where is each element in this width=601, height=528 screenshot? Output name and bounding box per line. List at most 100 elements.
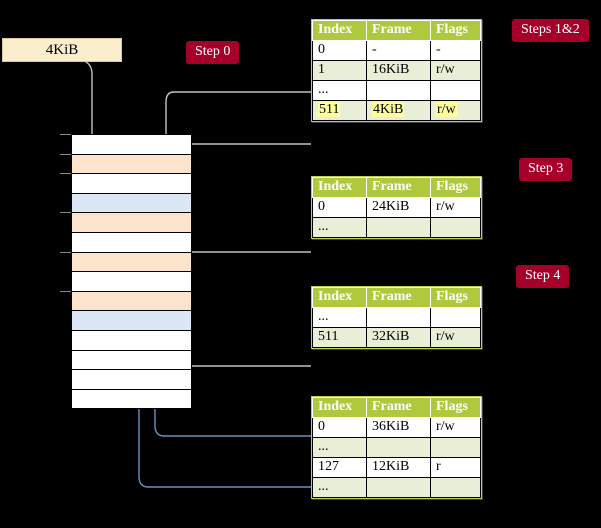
table-cell: 127 — [312, 457, 367, 478]
table-cell — [366, 80, 431, 101]
table-cell: 32KiB — [366, 327, 431, 348]
physical-memory-column — [71, 134, 192, 410]
table-cell: 0 — [312, 40, 367, 61]
memory-tick-marks — [60, 134, 72, 414]
table-row: ... — [312, 80, 481, 101]
badge-step-0: Step 0 — [186, 41, 240, 64]
column-header-index: Index — [312, 287, 367, 308]
column-header-frame: Frame — [366, 20, 431, 41]
wire-step4-a — [177, 312, 311, 367]
table-cell — [430, 307, 481, 328]
table-row: ... — [312, 477, 481, 498]
badge-label: Steps 1&2 — [521, 22, 580, 37]
table-cell: 24KiB — [366, 197, 431, 218]
table-cell: ... — [312, 437, 367, 458]
column-header-index: Index — [312, 177, 367, 198]
memory-frame-row — [72, 350, 191, 371]
memory-frame-row — [72, 252, 191, 273]
memory-frame-row — [72, 174, 191, 194]
table-cell: r — [430, 457, 481, 478]
memory-frame-row — [72, 272, 191, 292]
table-cell: 0 — [312, 417, 367, 438]
table-cell — [366, 437, 431, 458]
tick — [60, 252, 72, 253]
badge-step-4: Step 4 — [516, 265, 570, 288]
table-row: 0-- — [312, 40, 481, 61]
table-cell — [366, 477, 431, 498]
table-cell: r/w — [430, 417, 481, 438]
memory-frame-row — [72, 389, 191, 410]
table-cell: ... — [312, 217, 367, 238]
column-header-frame: Frame — [366, 287, 431, 308]
table-cell: r/w — [430, 100, 481, 121]
table-cell — [430, 477, 481, 498]
table-cell: 12KiB — [366, 457, 431, 478]
table-cell: 4KiB — [366, 100, 431, 121]
table-cell: r/w — [430, 327, 481, 348]
column-header-flags: Flags — [430, 397, 481, 418]
table-cell: ... — [312, 80, 367, 101]
tick — [60, 212, 72, 213]
highlighted-value: 511 — [318, 102, 341, 117]
tick — [60, 154, 72, 155]
table-cell — [430, 437, 481, 458]
memory-frame-row — [72, 193, 191, 214]
memory-frame-row — [72, 370, 191, 390]
table-cell: r/w — [430, 197, 481, 218]
column-header-frame: Frame — [366, 177, 431, 198]
table-cell — [366, 217, 431, 238]
table-cell — [366, 307, 431, 328]
table-cell: r/w — [430, 60, 481, 81]
memory-frame-row — [72, 291, 191, 312]
badge-label: Step 0 — [195, 44, 231, 59]
table-cell: 511 — [312, 327, 367, 348]
table-cell: - — [430, 40, 481, 61]
table-cell: - — [366, 40, 431, 61]
column-header-flags: Flags — [430, 20, 481, 41]
table-cell: ... — [312, 307, 367, 328]
table-row: ... — [312, 437, 481, 458]
badge-label: Step 4 — [525, 268, 561, 283]
table-cell — [430, 217, 481, 238]
table-cell: 0 — [312, 197, 367, 218]
badge-step-3: Step 3 — [519, 158, 573, 181]
badge-steps-1-2: Steps 1&2 — [512, 19, 589, 42]
memory-frame-row — [72, 154, 191, 175]
table-row: 511 4KiB r/w — [312, 100, 481, 121]
memory-frame-row — [72, 232, 191, 253]
column-header-index: Index — [312, 397, 367, 418]
table-cell: 16KiB — [366, 60, 431, 81]
table-cell: 511 — [312, 100, 367, 121]
tick — [60, 173, 72, 174]
memory-frame-row — [72, 135, 191, 155]
memory-frame-row — [72, 330, 191, 351]
column-header-index: Index — [312, 20, 367, 41]
column-header-flags: Flags — [430, 177, 481, 198]
memory-frame-row — [72, 213, 191, 233]
tick — [60, 134, 72, 135]
column-header-flags: Flags — [430, 287, 481, 308]
table-cell: 1 — [312, 60, 367, 81]
virtual-page-box: 4KiB — [2, 38, 122, 62]
highlighted-value: r/w — [436, 102, 457, 117]
table-cell: 36KiB — [366, 417, 431, 438]
table-cell — [430, 80, 481, 101]
badge-label: Step 3 — [528, 161, 564, 176]
table-cell: ... — [312, 477, 367, 498]
table-row: ... — [312, 307, 481, 328]
virtual-page-label: 4KiB — [45, 41, 79, 58]
table-row: ... — [312, 217, 481, 238]
